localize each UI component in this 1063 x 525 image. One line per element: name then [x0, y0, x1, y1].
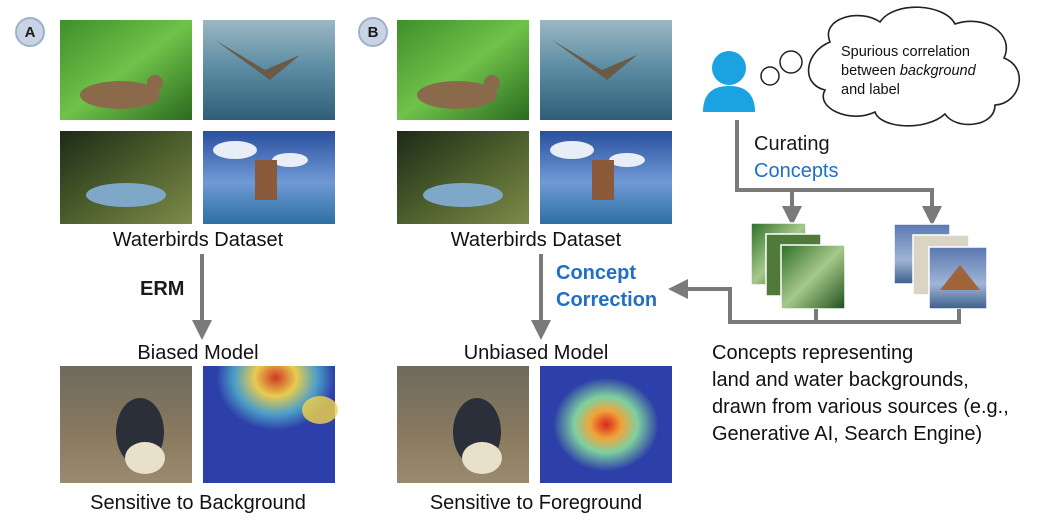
sensitive-foreground-caption: Sensitive to Foreground	[429, 492, 643, 514]
curating-arrow-water	[737, 188, 942, 226]
land-concept-stack	[750, 222, 846, 310]
curating-label: Curating	[754, 133, 830, 155]
cloud-line-2-prefix: between	[841, 63, 900, 79]
panel-b-result-images	[397, 366, 672, 483]
concept-description: Concepts representing land and water bac…	[712, 340, 1009, 448]
heat-spot	[302, 396, 338, 424]
panel-a-image-grid	[60, 20, 335, 224]
bird-shape	[417, 81, 497, 109]
concept-desc-line3: drawn from various sources (e.g.,	[712, 396, 1009, 418]
concept-desc-line2: land and water backgrounds,	[712, 369, 969, 391]
bird-shape	[255, 160, 277, 200]
biased-model-caption: Biased Model	[137, 342, 259, 364]
concept-feedback-arrow-branch	[816, 309, 961, 324]
bird-belly	[125, 442, 165, 474]
cloud-patch	[550, 141, 594, 159]
saliency-heatmap	[540, 366, 672, 483]
panel-a-result-images	[60, 366, 338, 483]
concept-correction-label-line2: Correction	[556, 289, 658, 311]
bird-shape	[215, 40, 300, 80]
panel-b-image-grid	[397, 20, 672, 224]
erm-label: ERM	[140, 278, 185, 300]
panel-a-badge: A	[15, 17, 45, 47]
concept-desc-line4: Generative AI, Search Engine)	[712, 423, 983, 445]
bird-belly	[462, 442, 502, 474]
user-icon	[703, 51, 755, 112]
water-concept-stack	[893, 223, 988, 310]
concept-feedback-arrow	[668, 279, 818, 324]
bird-head	[147, 75, 163, 91]
water-pool	[423, 183, 503, 207]
thought-cloud-text: Spurious correlation between background …	[841, 43, 1001, 100]
waterbird-photo	[397, 131, 529, 224]
panel-a-dataset-caption: Waterbirds Dataset	[112, 229, 284, 251]
thought-bubble-small	[760, 66, 780, 86]
cloud-line-1: Spurious correlation	[841, 44, 970, 60]
cloud-patch	[272, 153, 308, 167]
panel-b-badge: B	[358, 17, 388, 47]
bird-shape	[552, 40, 637, 80]
sensitive-background-caption: Sensitive to Background	[90, 492, 306, 514]
bird-shape	[592, 160, 614, 200]
concept-correction-label-line1: Concept	[556, 262, 636, 284]
concepts-label: Concepts	[754, 160, 839, 182]
cloud-line-2-emphasis: background	[899, 63, 976, 79]
unbiased-model-caption: Unbiased Model	[463, 342, 609, 364]
cloud-line-3: and label	[841, 82, 900, 98]
cloud-patch	[609, 153, 645, 167]
thought-cloud-shape	[807, 6, 1021, 127]
water-pool	[86, 183, 166, 207]
waterbird-photo	[60, 131, 192, 224]
bird-head	[484, 75, 500, 91]
panel-b-dataset-caption: Waterbirds Dataset	[450, 229, 622, 251]
cloud-patch	[213, 141, 257, 159]
concept-desc-line1: Concepts representing	[712, 342, 914, 364]
bird-shape	[80, 81, 160, 109]
thought-bubble-medium	[779, 50, 803, 74]
